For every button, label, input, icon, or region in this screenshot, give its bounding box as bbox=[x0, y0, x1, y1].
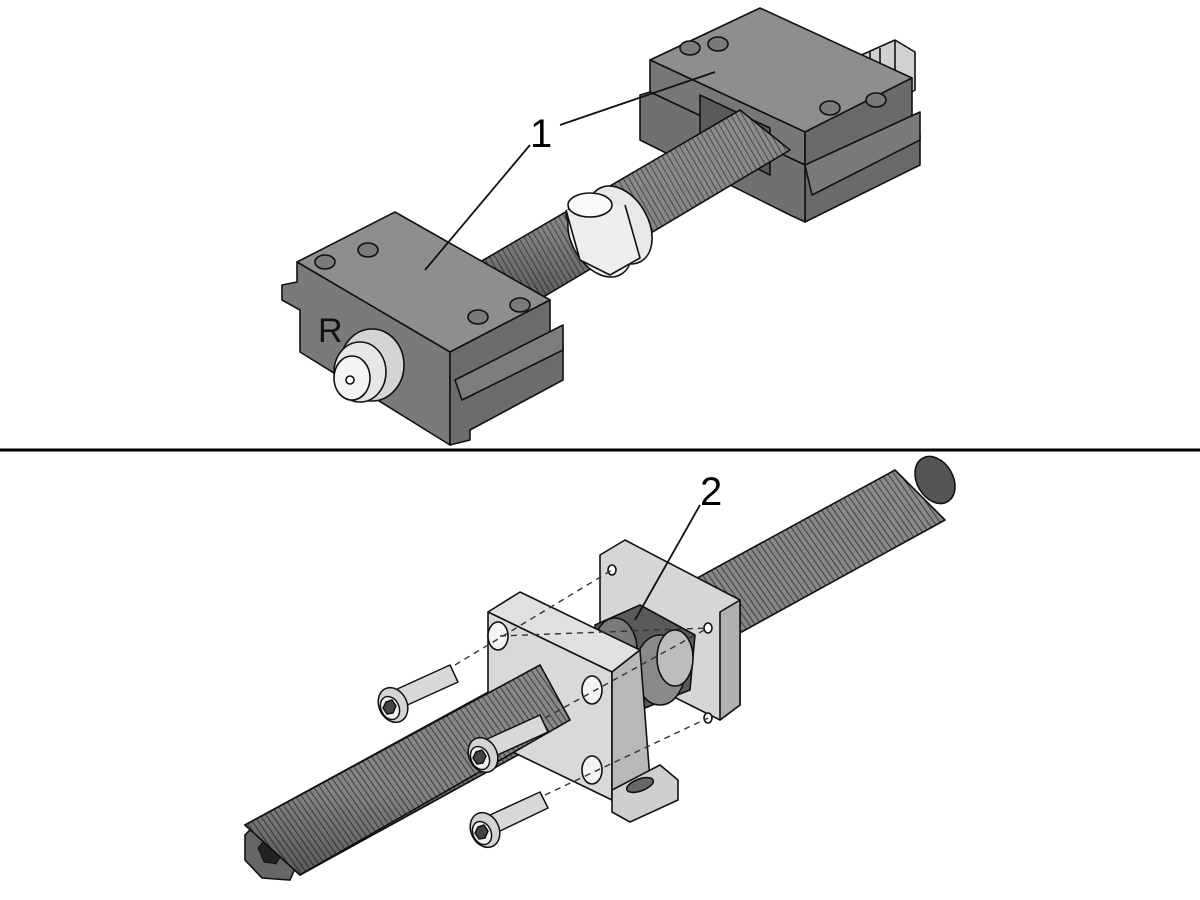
cap-screw-middle bbox=[467, 714, 549, 774]
callout-2: 2 bbox=[700, 470, 722, 514]
coupling-nut bbox=[565, 185, 653, 278]
cap-screw-upper bbox=[377, 664, 459, 724]
top-view: R 1 bbox=[281, 7, 921, 446]
bottom-view: 2 bbox=[243, 455, 956, 881]
block-side-letter: R bbox=[318, 312, 343, 350]
alignment-lines bbox=[454, 569, 709, 796]
callout-1-leaders bbox=[424, 71, 716, 271]
cap-screw-lower bbox=[469, 791, 549, 849]
callout-2-leader bbox=[634, 504, 701, 621]
callout-1: 1 bbox=[530, 112, 552, 156]
near-bearing-block bbox=[281, 211, 564, 446]
